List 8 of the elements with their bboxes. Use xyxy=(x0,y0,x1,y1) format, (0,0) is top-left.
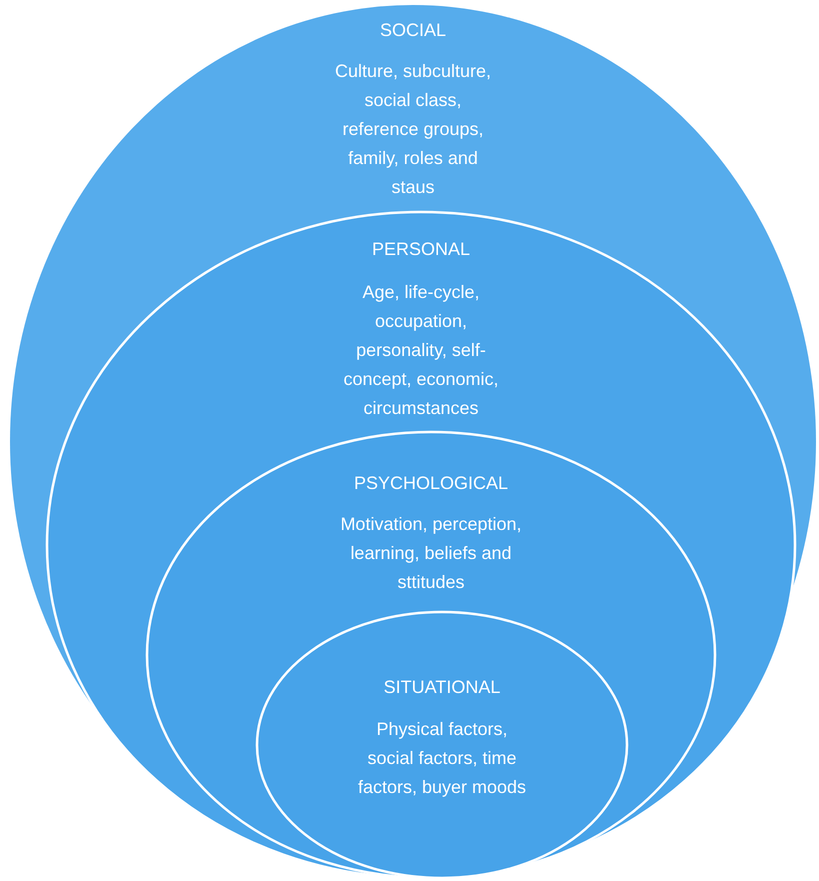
ellipse-body-text: Motivation, perception, learning, beliefs and sttitudes xyxy=(340,513,522,594)
ellipse-body-text: Culture, subculture, social class, reference groups, family, roles and staus xyxy=(334,60,492,199)
ellipse-body-text: Physical factors, social factors, time factors, buyer moods xyxy=(356,718,528,799)
ellipse-heading: SOCIAL xyxy=(378,19,448,42)
ellipse-heading: PERSONAL xyxy=(370,238,472,261)
ellipse-heading: PSYCHOLOGICAL xyxy=(352,472,510,495)
ellipse-body-text: Age, life-cycle, occupation, personality, self-concept, economic, circumstances xyxy=(342,281,500,420)
ellipse-heading: SITUATIONAL xyxy=(382,676,502,699)
